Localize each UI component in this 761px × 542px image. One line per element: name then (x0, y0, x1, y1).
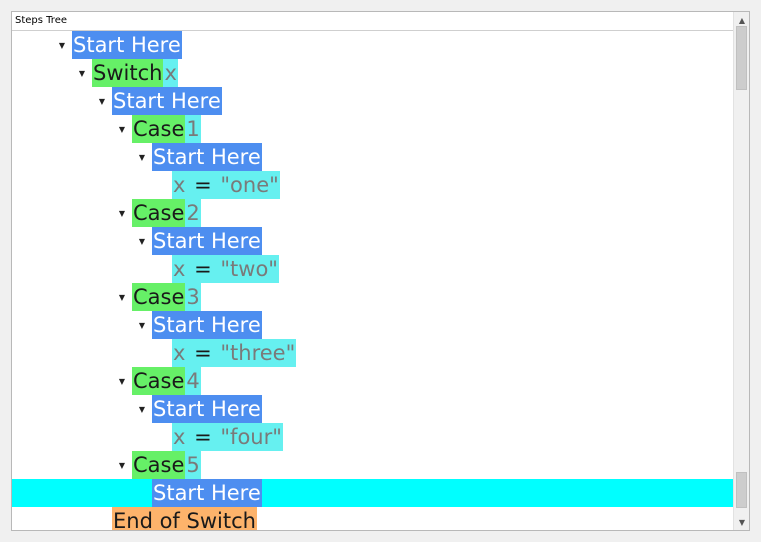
assign-operator: = (186, 255, 220, 283)
node-label: End of Switch (112, 507, 257, 530)
expand-toggle-icon[interactable]: ▼ (138, 236, 146, 246)
expand-toggle-icon[interactable]: ▼ (118, 124, 126, 134)
tree-node[interactable]: End of Switch (12, 507, 734, 530)
expand-toggle-icon[interactable]: ▼ (78, 68, 86, 78)
expand-toggle-icon[interactable]: ▼ (58, 40, 66, 50)
start-here-label: Start Here (72, 31, 182, 59)
node-label: Start Here (152, 143, 262, 171)
tree-node[interactable]: ▼ Start Here (12, 395, 734, 423)
tree-node[interactable]: ▼ Start Here (12, 143, 734, 171)
assign-operator: = (186, 171, 220, 199)
block-argument: 1 (185, 115, 201, 143)
node-label: x = "four" (172, 423, 283, 451)
assigned-value: "three" (219, 339, 297, 367)
scroll-up-icon[interactable]: ▲ (738, 15, 746, 25)
tree-node[interactable]: ▼ Start Here (12, 87, 734, 115)
block-argument: 4 (185, 367, 201, 395)
start-here-label: Start Here (152, 479, 262, 507)
node-label: Start Here (112, 87, 222, 115)
block-keyword: Case (132, 451, 186, 479)
assign-operator: = (186, 339, 220, 367)
tree-node[interactable]: ▼ Start Here (12, 227, 734, 255)
block-argument: 2 (185, 199, 201, 227)
expand-toggle-icon[interactable]: ▼ (98, 96, 106, 106)
assigned-value: "two" (219, 255, 279, 283)
start-here-label: Start Here (152, 311, 262, 339)
assign-operator: = (186, 423, 220, 451)
node-label: x = "three" (172, 339, 297, 367)
scrollbar-thumb[interactable] (736, 26, 747, 90)
start-here-label: Start Here (152, 395, 262, 423)
start-here-label: Start Here (152, 143, 262, 171)
end-of-switch-label: End of Switch (112, 507, 257, 530)
expand-toggle-icon[interactable]: ▼ (118, 208, 126, 218)
scroll-down-icon[interactable]: ▼ (738, 517, 746, 527)
expand-toggle-icon[interactable]: ▼ (118, 292, 126, 302)
block-keyword: Case (132, 115, 186, 143)
tree-node[interactable]: x = "one" (12, 171, 734, 199)
assigned-value: "four" (219, 423, 283, 451)
tree-node[interactable]: ▼ Start Here (12, 311, 734, 339)
start-here-label: Start Here (152, 227, 262, 255)
variable-name: x (172, 423, 187, 451)
node-label: Start Here (152, 479, 262, 507)
expand-toggle-icon[interactable]: ▼ (138, 152, 146, 162)
node-label: x = "one" (172, 171, 280, 199)
block-argument: 3 (185, 283, 201, 311)
node-label: Start Here (152, 395, 262, 423)
vertical-scrollbar[interactable]: ▲ ▼ (733, 12, 749, 530)
block-keyword: Case (132, 367, 186, 395)
expand-toggle-icon[interactable]: ▼ (118, 376, 126, 386)
assigned-value: "one" (219, 171, 280, 199)
variable-name: x (172, 255, 187, 283)
node-label: Start Here (152, 227, 262, 255)
node-label: Start Here (72, 31, 182, 59)
variable-name: x (172, 171, 187, 199)
start-here-label: Start Here (112, 87, 222, 115)
tree-node[interactable]: ▼ Start Here (12, 31, 734, 59)
block-keyword: Case (132, 283, 186, 311)
tree-node[interactable]: x = "two" (12, 255, 734, 283)
tree-node[interactable]: x = "four" (12, 423, 734, 451)
scrollbar-thumb-lower[interactable] (736, 472, 747, 508)
block-argument: 5 (185, 451, 201, 479)
block-keyword: Case (132, 199, 186, 227)
expand-toggle-icon[interactable]: ▼ (118, 460, 126, 470)
expand-toggle-icon[interactable]: ▼ (138, 404, 146, 414)
node-label: Start Here (152, 311, 262, 339)
panel-header: Steps Tree (12, 12, 734, 31)
tree-node[interactable]: x = "three" (12, 339, 734, 367)
block-argument: x (163, 59, 178, 87)
node-label: x = "two" (172, 255, 279, 283)
tree-node[interactable]: Start Here (12, 479, 734, 507)
block-keyword: Switch (92, 59, 164, 87)
expand-toggle-icon[interactable]: ▼ (138, 320, 146, 330)
variable-name: x (172, 339, 187, 367)
